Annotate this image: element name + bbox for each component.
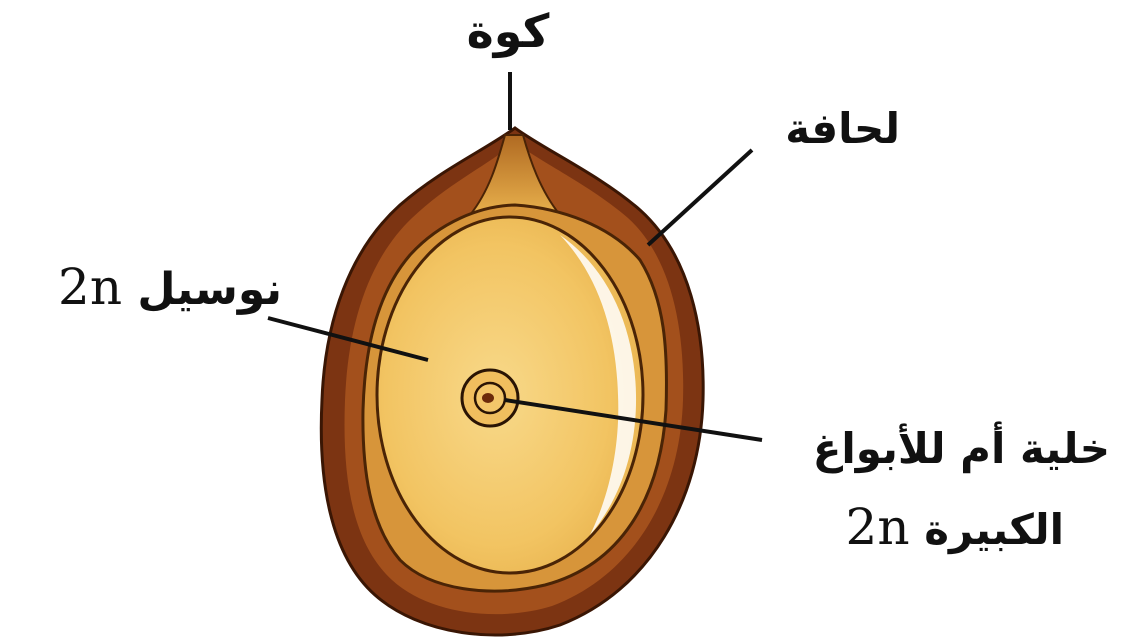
mother-cell-ploidy: 2n [846,502,910,552]
nucellus-ploidy: 2n [58,262,122,312]
nucellus-label: نوسيل 2n [0,262,282,312]
micropyle-label: كوة [438,8,578,54]
mother-cell-nucleus [482,393,494,403]
mother-cell-line1: خلية أم للأبواغ [813,424,1110,473]
mother-cell-line2: الكبيرة [924,505,1064,554]
mother-cell-label: خلية أم للأبواغ الكبيرة 2n [700,428,1110,552]
mother-cell-line2-wrap: الكبيرة 2n [700,502,1064,552]
nucellus-name: نوسيل [137,264,282,315]
integument-leader [648,150,752,245]
integument-label: لحافة [700,108,900,150]
